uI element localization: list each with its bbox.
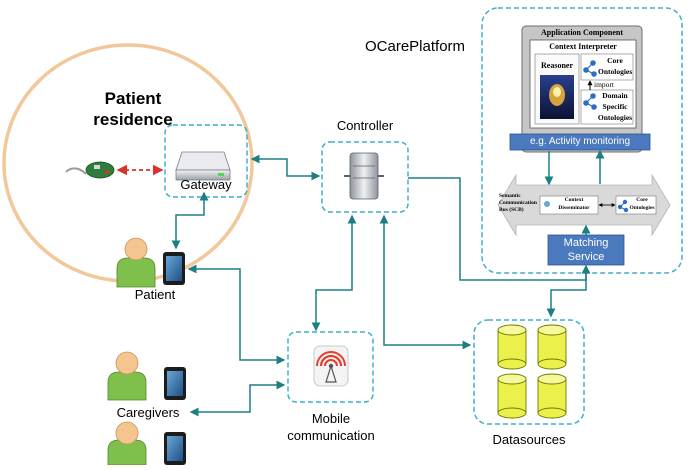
controller-server-icon [344, 152, 384, 200]
domain-ontologies-label: Domain Specific Ontologies [597, 91, 633, 122]
platform-title: OCarePlatform [365, 38, 466, 55]
cylinder-1 [497, 324, 527, 370]
caregiver-mobile-arrow [189, 380, 286, 417]
scb-label: Semantic Communication Bus (SCB) [499, 193, 537, 213]
patient-tablet-icon [163, 252, 185, 285]
platform-box [481, 7, 683, 274]
datasource-cylinders [497, 324, 567, 419]
cylinder-2 [537, 324, 567, 370]
caregiver-tablet-icon-2 [164, 432, 186, 465]
platform-datasources-arrow [546, 266, 587, 318]
caregivers-label: Caregivers [116, 405, 180, 420]
context-disseminator-label: Context Disseminator [558, 197, 590, 211]
patient-label: Patient [134, 287, 176, 302]
sensor-board-icon [65, 161, 115, 179]
caregiver-person-icon-2 [107, 421, 147, 466]
mobile-communication-label: Mobile communication [287, 411, 375, 443]
domain-ontologies-panel [580, 89, 634, 125]
context-interpreter-label: Context Interpreter [549, 42, 617, 51]
antenna-icon [313, 345, 349, 387]
context-disseminator-box [539, 195, 599, 215]
controller-label: Controller [336, 118, 394, 133]
activity-monitoring-bar [509, 133, 651, 151]
application-component-label: Application Component [540, 28, 623, 37]
domain-ontology-icon [583, 93, 597, 110]
cylinder-4 [537, 373, 567, 419]
gateway-label: Gateway [180, 177, 232, 192]
gateway-patient-arrow [171, 191, 209, 250]
reasoner-head-glow [553, 87, 561, 97]
patient-residence-label: Patient residence [93, 89, 173, 129]
connection-arrows [171, 154, 591, 417]
controller-datasources-arrow [379, 214, 472, 350]
patient-mobile-arrow [187, 264, 286, 365]
import-label: import [594, 80, 614, 89]
core-ontology-icon [583, 60, 597, 77]
bus-core-ontologies-label: Core Ontologies [629, 197, 655, 211]
datasources-box [473, 319, 585, 425]
activity-monitoring-label: e.g. Activity monitoring [529, 136, 631, 147]
caregiver-person-icon-1 [107, 351, 147, 401]
bus-ontology-icon [617, 199, 629, 213]
disseminator-icon [544, 201, 550, 207]
datasources-label: Datasources [492, 432, 566, 447]
reasoner-label: Reasoner [541, 61, 573, 70]
controller-mobile-arrow [311, 214, 357, 332]
mobile-box [287, 331, 374, 403]
cylinder-3 [497, 373, 527, 419]
core-ontologies-label: Core Ontologies [598, 56, 633, 76]
gateway-controller-arrow [250, 154, 321, 181]
caregiver-tablet-icon-1 [164, 367, 186, 400]
patient-person-icon [116, 237, 156, 288]
gateway-device-icon [175, 151, 231, 181]
matching-service-box [547, 234, 625, 266]
matching-service-label: Matching Service [563, 237, 609, 263]
controller-box [321, 141, 409, 213]
